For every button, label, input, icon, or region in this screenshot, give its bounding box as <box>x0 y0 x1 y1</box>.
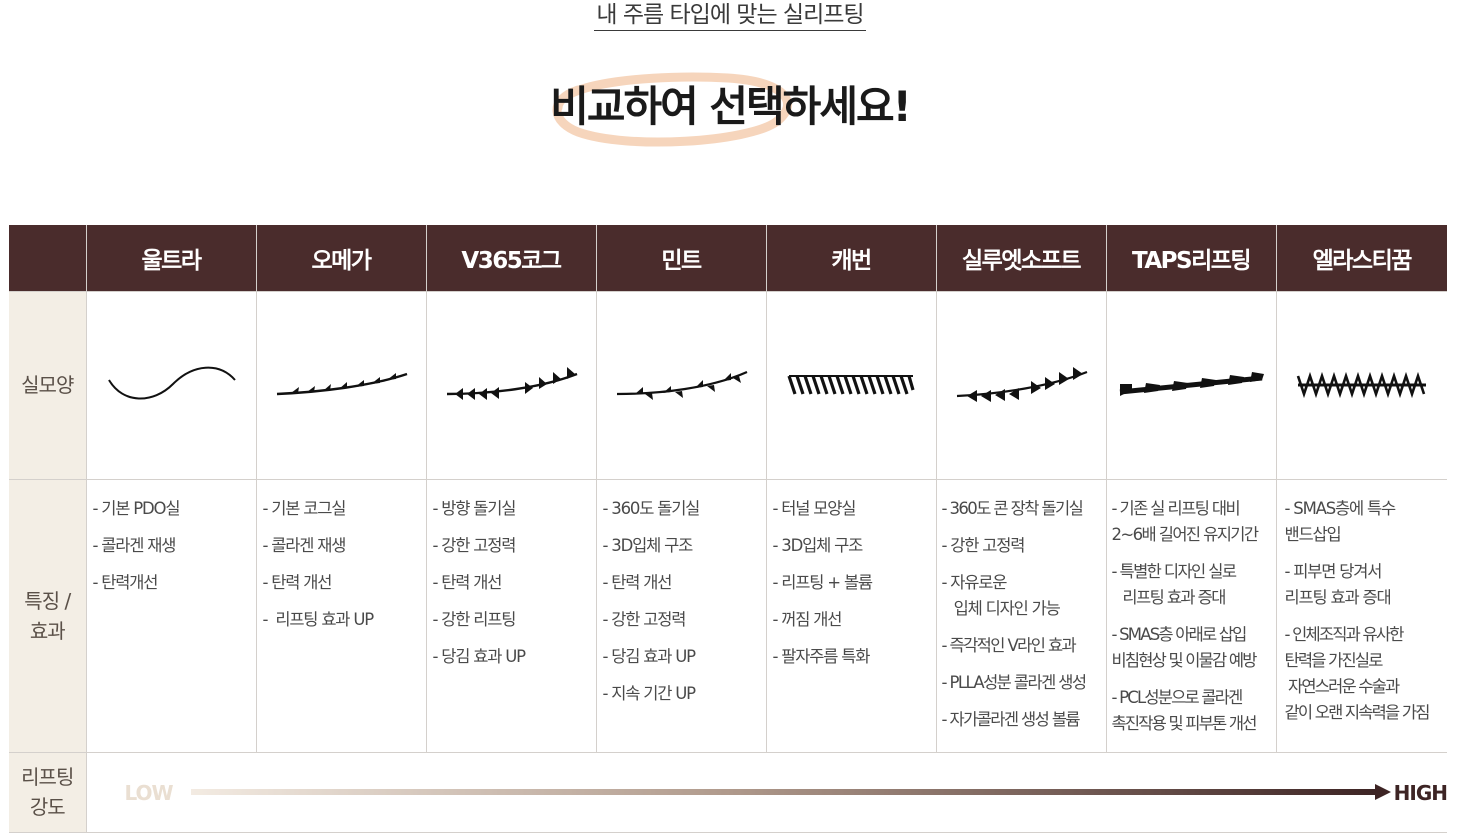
feature-item: - 강한 고정력 <box>602 609 687 629</box>
column-header-omega: 오메가 <box>256 225 427 292</box>
features-cell: - 기존 실 리프팅 대비 2~6배 길어진 유지기간 - 특별한 디자인 실로… <box>1106 479 1277 753</box>
feature-item: - PCL성분으로 콜라겐 촉진작용 및 피부톤 개선 <box>1111 687 1258 733</box>
subtitle-text: 내 주름 타입에 맞는 실리프팅 <box>594 0 866 31</box>
feature-item: - 터널 모양실 <box>772 498 857 518</box>
column-header-cavern: 캐번 <box>766 225 937 292</box>
feature-item: - 즉각적인 V라인 효과 <box>941 635 1077 655</box>
subtitle: 내 주름 타입에 맞는 실리프팅 <box>0 0 1460 31</box>
shape-cell <box>256 291 427 480</box>
column-header-mint: 민트 <box>596 225 767 292</box>
shape-cell <box>426 291 597 480</box>
feature-item: - 당김 효과 UP <box>432 646 527 666</box>
feature-item: - 기본 코그실 <box>262 498 347 518</box>
comparison-table: 울트라 오메가 V365코그 민트 캐번 실루엣소프트 TAPS리프팅 엘라스티… <box>9 225 1448 833</box>
features-cell: - 360도 돌기실 - 3D입체 구조 - 탄력 개선 - 강한 고정력 - … <box>596 479 767 753</box>
row-label-shape: 실모양 <box>9 291 87 480</box>
feature-item: - 360도 콘 장착 돌기실 <box>941 498 1084 518</box>
shape-cell <box>596 291 767 480</box>
feature-item: - 인체조직과 유사한 탄력을 가진실로 자연스러운 수술과 같이 오랜 지속력… <box>1284 624 1431 722</box>
smooth-thread-icon <box>108 366 236 400</box>
page-title: 비교하여 선택하세요! <box>550 82 912 131</box>
shape-row: 실모양 <box>9 291 1447 480</box>
feature-item: - 당김 효과 UP <box>602 646 697 666</box>
column-header-ultra: 울트라 <box>86 225 257 292</box>
shape-cell <box>1106 291 1277 480</box>
feature-item: - 강한 고정력 <box>432 535 517 555</box>
shape-cell <box>1276 291 1447 480</box>
feature-item: - 방향 돌기실 <box>432 498 517 518</box>
feature-item: - 기존 실 리프팅 대비 2~6배 길어진 유지기간 <box>1111 498 1260 544</box>
features-cell: - 방향 돌기실 - 강한 고정력 - 탄력 개선 - 강한 리프팅 - 당김 … <box>426 479 597 753</box>
feature-item: - 콜라겐 재생 <box>92 535 177 555</box>
feature-item: - 특별한 디자인 실로 리프팅 효과 증대 <box>1111 561 1238 607</box>
feature-item: - 팔자주름 특화 <box>772 646 871 666</box>
feature-item: - 강한 고정력 <box>941 535 1026 555</box>
cog-thread-icon <box>276 372 408 396</box>
tunnel-thread-icon <box>787 375 915 395</box>
intensity-row: 리프팅 강도 LOW HIGH <box>9 752 1448 833</box>
feature-item: - 3D입체 구조 <box>602 535 694 555</box>
features-cell: - SMAS층에 특수 밴드삽입 - 피부면 당겨서 리프팅 효과 증대 - 인… <box>1276 479 1447 753</box>
feature-item: - 탄력 개선 <box>432 572 503 592</box>
360-cog-thread-icon <box>616 370 748 400</box>
feature-item: - PLLA성분 콜라겐 생성 <box>941 672 1088 692</box>
feature-item: - 자유로운 입체 디자인 가능 <box>941 572 1061 618</box>
intensity-gradient-arrow <box>190 783 1391 800</box>
column-header-v365-cog: V365코그 <box>426 225 597 292</box>
header-row: 울트라 오메가 V365코그 민트 캐번 실루엣소프트 TAPS리프팅 엘라스티… <box>9 225 1447 292</box>
features-cell: - 기본 PDO실 - 콜라겐 재생 - 탄력개선 <box>86 479 257 753</box>
brush-ring-icon <box>552 72 792 147</box>
feature-item: - SMAS층 아래로 삽입 비침현상 및 이물감 예방 <box>1111 624 1258 670</box>
title-block: 비교하여 선택하세요! <box>0 64 1460 154</box>
intensity-high-label: HIGH <box>1393 780 1448 805</box>
feature-item: - 자가콜라겐 생성 볼륨 <box>941 709 1081 729</box>
feature-item: - 기본 PDO실 <box>92 498 181 518</box>
row-label-intensity: 리프팅 강도 <box>9 752 87 833</box>
intensity-low-label: LOW <box>124 780 174 805</box>
feature-item: - 탄력개선 <box>92 572 159 592</box>
feature-item: - SMAS층에 특수 밴드삽입 <box>1284 498 1397 544</box>
feature-item: - 탄력 개선 <box>602 572 673 592</box>
column-header-elastikum: 엘라스티꿈 <box>1276 225 1447 292</box>
feature-item: - 콜라겐 재생 <box>262 535 347 555</box>
features-cell: - 기본 코그실 - 콜라겐 재생 - 탄력 개선 - 리프팅 효과 UP <box>256 479 427 753</box>
feature-item: - 피부면 당겨서 리프팅 효과 증대 <box>1284 561 1392 607</box>
shape-cell <box>86 291 257 480</box>
feature-item: - 3D입체 구조 <box>772 535 864 555</box>
intensity-cell: LOW HIGH <box>86 752 1448 833</box>
feature-item: - 지속 기간 UP <box>602 683 697 703</box>
shape-cell <box>936 291 1107 480</box>
features-row: 특징 / 효과 - 기본 PDO실 - 콜라겐 재생 - 탄력개선 - 기본 코… <box>9 479 1447 753</box>
feature-item: - 강한 리프팅 <box>432 609 517 629</box>
elastic-band-thread-icon <box>1296 371 1426 399</box>
cone-thread-icon <box>956 367 1088 402</box>
row-label-features: 특징 / 효과 <box>9 479 87 753</box>
feature-item: - 리프팅 효과 UP <box>262 609 375 629</box>
features-cell: - 360도 콘 장착 돌기실 - 강한 고정력 - 자유로운 입체 디자인 가… <box>936 479 1107 753</box>
feature-item: - 360도 돌기실 <box>602 498 701 518</box>
bidirectional-cog-thread-icon <box>446 367 578 400</box>
column-header-silhouette-soft: 실루엣소프트 <box>936 225 1107 292</box>
taps-thread-icon <box>1119 372 1264 396</box>
features-cell: - 터널 모양실 - 3D입체 구조 - 리프팅 + 볼륨 - 꺼짐 개선 - … <box>766 479 937 753</box>
header-corner <box>9 225 87 292</box>
column-header-taps: TAPS리프팅 <box>1106 225 1277 292</box>
feature-item: - 리프팅 + 볼륨 <box>772 572 874 592</box>
feature-item: - 탄력 개선 <box>262 572 333 592</box>
shape-cell <box>766 291 937 480</box>
feature-item: - 꺼짐 개선 <box>772 609 843 629</box>
